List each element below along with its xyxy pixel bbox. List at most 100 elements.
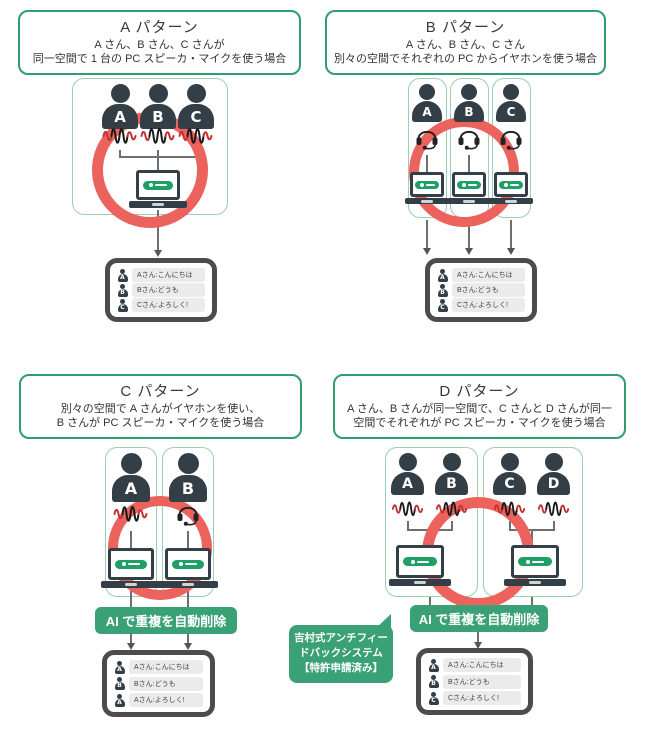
chat-row: A Aさん:こんにちは [117, 268, 205, 282]
avatar-head-icon [117, 677, 122, 682]
pattern-b-title: B パターン [425, 19, 506, 36]
connector-line [187, 590, 189, 607]
person-c: C [496, 84, 526, 122]
laptop-screen [136, 170, 180, 200]
chat-avatar: B [437, 283, 448, 297]
chat-bubble: Aさん:こんにちは [132, 268, 205, 282]
chat-avatar: B [114, 677, 125, 690]
avatar-label: B [428, 680, 439, 688]
pattern-b-desc2: 別々の空間でそれぞれの PC からイヤホンを使う場合 [333, 52, 598, 65]
pattern-c-desc1: 別々の空間で A さんがイヤホンを使い、 [60, 403, 261, 415]
avatar-label: A [117, 273, 128, 282]
flow-arrow-line [187, 634, 189, 645]
logo-bar-icon [532, 560, 544, 563]
laptop-logo-pill [518, 557, 552, 566]
chat-bubble: Bさん:どうも [443, 674, 521, 689]
flow-arrow-line [130, 634, 132, 645]
laptop-logo-pill [115, 559, 147, 569]
chat-avatar: A [114, 660, 125, 674]
laptop-notch [414, 581, 426, 584]
pattern-a-desc1: A さん、B さん、C さんが [94, 39, 225, 51]
laptop-screen [410, 172, 444, 197]
chat-row: B Bさん:どうも [428, 674, 521, 689]
headset-icon [498, 124, 524, 150]
pattern-d-desc2: 空間でそれぞれが PC スピーカ・マイクを使う場合 [353, 416, 606, 429]
person-head-icon [186, 84, 206, 103]
laptop-logo-pill [172, 559, 204, 569]
pattern-a-title: A パターン [120, 19, 199, 36]
logo-bar-icon [155, 184, 167, 186]
logo-dot-icon [179, 562, 183, 566]
person-c: C [178, 84, 214, 129]
laptop-screen [108, 548, 154, 580]
avatar-label: C [437, 303, 448, 312]
avatar-head-icon [120, 298, 125, 304]
chat-bubble: Aさん:よろしく! [129, 693, 203, 707]
avatar-label: C [428, 696, 439, 705]
pattern-c-title: C パターン [120, 383, 201, 400]
laptop-notch [152, 203, 164, 206]
flow-arrow-line [477, 632, 479, 644]
flow-arrow-line [426, 220, 428, 248]
person-head-icon [503, 84, 519, 100]
laptop [405, 172, 449, 204]
person-label: A [112, 475, 150, 502]
person-label: B [435, 472, 468, 495]
avatar-head-icon [440, 298, 445, 304]
chat-avatar: C [428, 691, 439, 705]
chat-bubble: Bさん:どうも [132, 283, 205, 297]
avatar-head-icon [431, 675, 436, 680]
chat-bubble: Cさん:よろしく! [132, 298, 205, 312]
person-a: A [412, 84, 442, 122]
laptop-logo-pill [143, 180, 173, 190]
person-a: A [391, 453, 424, 495]
logo-bar-icon [467, 183, 477, 186]
logo-dot-icon [503, 182, 508, 187]
chat-row: B Bさん:どうも [114, 676, 203, 691]
chat-bubble: Bさん:どうも [452, 283, 525, 297]
person-head-icon [177, 453, 199, 474]
chat-avatar: C [117, 298, 128, 312]
chat-avatar: B [117, 283, 128, 297]
logo-dot-icon [526, 559, 530, 564]
laptop-notch [421, 200, 433, 203]
person-label: C [178, 104, 214, 129]
ai-dedup-banner: AI で重複を自動削除 [95, 607, 237, 634]
person-c: C [493, 453, 526, 495]
logo-bar-icon [185, 563, 197, 565]
pattern-d-desc1: A さん、B さんが同一空間で、C さんと D さんが同一 [347, 403, 612, 415]
callout-line3: 【特許申請済み】 [299, 662, 383, 675]
pattern-a-desc2: 同一空間で 1 台の PC スピーカ・マイクを使う場合 [32, 52, 287, 65]
chat-bubble: Bさん:どうも [129, 676, 203, 691]
sound-wave-icon [537, 498, 571, 520]
pattern-d-title: D パターン [439, 383, 520, 400]
sound-wave-icon [435, 498, 469, 520]
pattern-c-header: C パターン 別々の空間で A さんがイヤホンを使い、 B さんが PC スピー… [19, 374, 302, 439]
chat-window-a: A Aさん:こんにちは B Bさん:どうも C Cさん:よろしく! [105, 258, 217, 322]
connector-line [407, 521, 409, 530]
arrow-head-icon [465, 248, 473, 255]
connector-line [531, 529, 533, 545]
sound-wave-icon [391, 498, 425, 520]
laptop [489, 172, 533, 204]
headset-icon [414, 124, 440, 150]
person-head-icon [120, 453, 142, 474]
logo-bar-icon [417, 560, 429, 563]
person-b: B [169, 453, 207, 502]
logo-dot-icon [149, 183, 153, 187]
chat-bubble: Aさん:こんにちは [129, 660, 203, 674]
laptop-screen [511, 545, 559, 578]
headset-icon [456, 124, 482, 150]
logo-dot-icon [411, 559, 415, 564]
chat-avatar: A [428, 658, 439, 672]
avatar-head-icon [120, 283, 125, 289]
chat-bubble: Aさん:こんにちは [443, 658, 521, 672]
chat-window-c: A Aさん:こんにちは B Bさん:どうも A Aさん:よろしく! [102, 650, 215, 717]
laptop-base [389, 579, 451, 586]
chat-row: B Bさん:どうも [117, 283, 205, 297]
person-b: B [435, 453, 468, 495]
pattern-d-header: D パターン A さん、B さんが同一空間で、C さんと D さんが同一 空間で… [333, 374, 626, 439]
chat-row: A Aさん:こんにちは [114, 660, 203, 674]
avatar-label: B [117, 288, 128, 297]
laptop [389, 545, 451, 586]
